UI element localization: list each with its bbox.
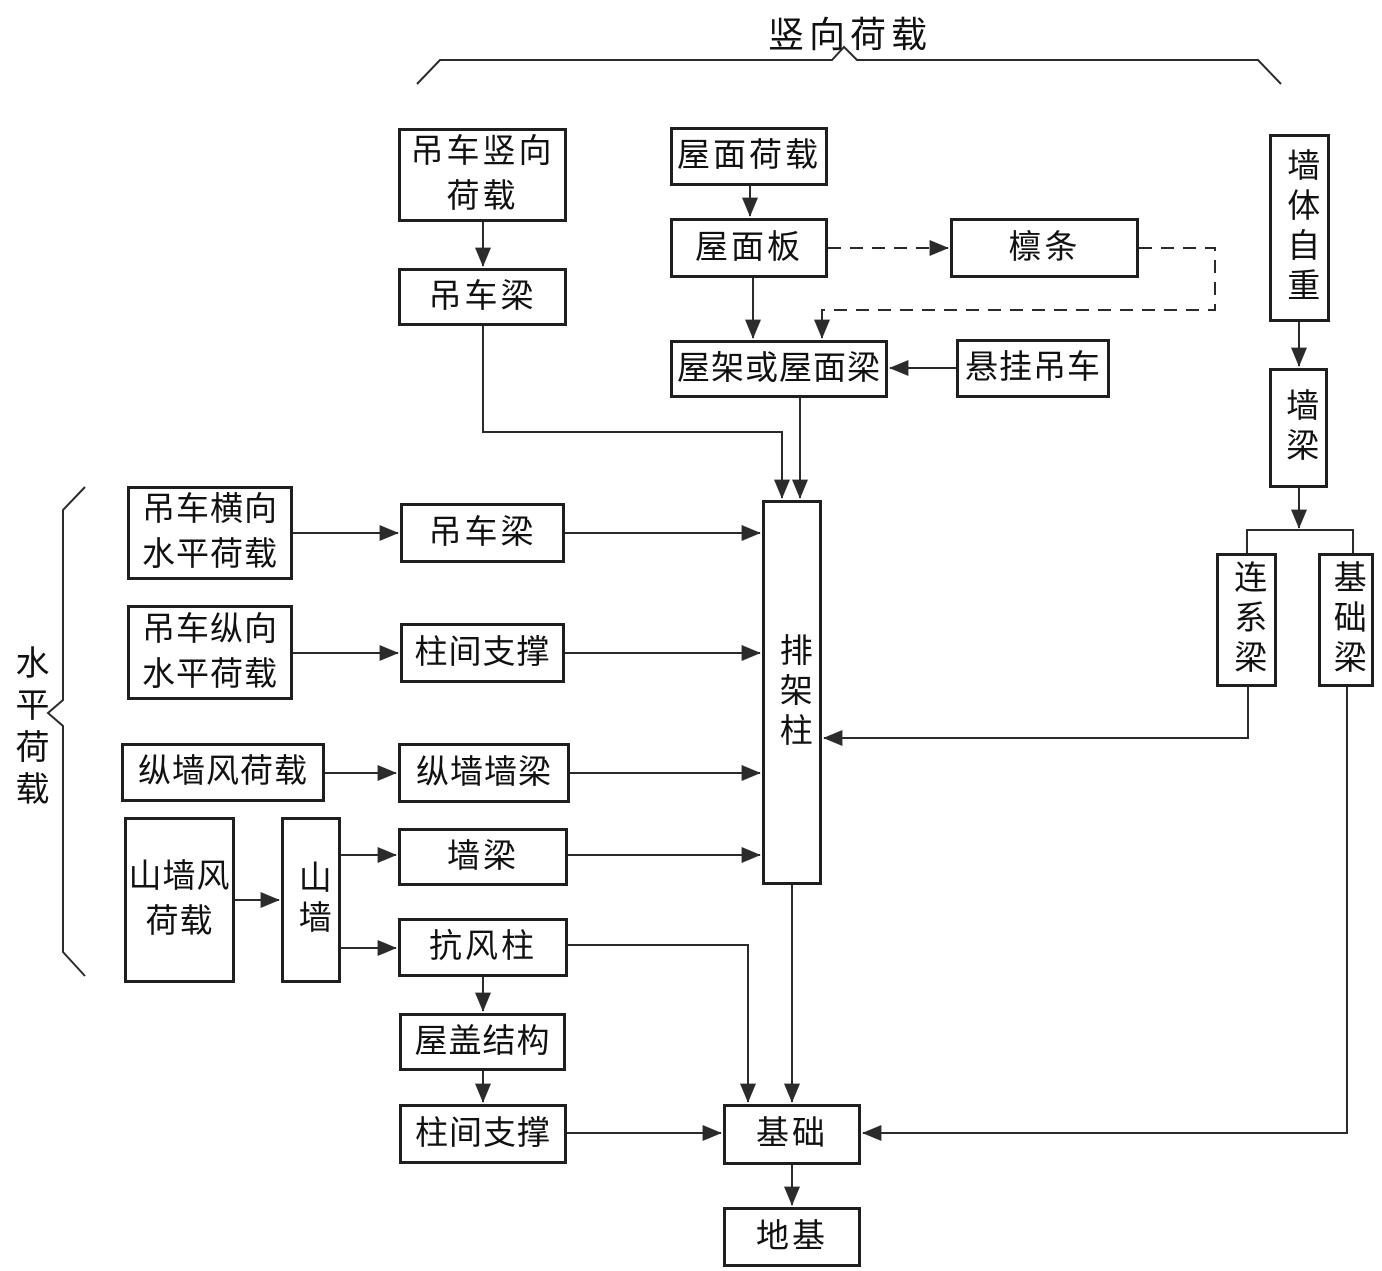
node-label: 抗风柱 — [429, 929, 537, 966]
edge-foundation-beam-to-foundation — [862, 687, 1348, 1141]
node-bent-frame-column: 排架柱 — [762, 500, 822, 885]
node-label: 山墙风 — [128, 859, 231, 896]
node-crane-vertical-load: 吊车竖向 荷载 — [398, 128, 567, 222]
node-label: 吊车梁 — [428, 514, 537, 551]
node-label: 排架柱 — [774, 632, 811, 753]
node-crane-beam-top: 吊车梁 — [398, 268, 567, 326]
top-brace — [416, 45, 1282, 85]
node-label: 屋面荷载 — [677, 138, 821, 175]
node-subgrade: 地基 — [723, 1207, 861, 1267]
node-longitudinal-wall-wind-load: 纵墙风荷载 — [121, 743, 325, 802]
node-label: 基础梁 — [1328, 560, 1365, 680]
edge-wall-beam-split-branches — [1246, 529, 1354, 553]
node-roof-panel: 屋面板 — [670, 218, 828, 278]
horizontal-load-title: 水平荷载 — [10, 645, 47, 813]
node-gable-wall: 山墙 — [281, 817, 341, 983]
node-label: 地基 — [756, 1218, 828, 1255]
edge-connecting-beam-to-bent-column — [823, 687, 1249, 746]
node-label: 屋盖结构 — [414, 1023, 551, 1060]
node-label: 吊车纵向 — [142, 611, 278, 648]
node-crane-longitudinal-load: 吊车纵向 水平荷载 — [127, 605, 293, 700]
edge-purlin-to-roof-truss-dashed — [814, 247, 1216, 339]
node-label: 屋架或屋面梁 — [677, 350, 881, 387]
node-label: 屋面板 — [695, 229, 803, 266]
node-label: 吊车竖向 — [410, 134, 555, 171]
node-wall-beam-mid: 墙梁 — [398, 828, 568, 886]
node-label: 水平荷载 — [142, 656, 278, 693]
node-label: 山墙 — [293, 860, 330, 940]
node-label: 墙梁 — [447, 838, 519, 875]
node-label: 吊车梁 — [428, 278, 537, 315]
node-label: 荷载 — [145, 904, 214, 940]
node-label: 悬挂吊车 — [965, 350, 1101, 387]
node-column-bracing-upper: 柱间支撑 — [400, 623, 565, 683]
node-gable-wind-load: 山墙风 荷载 — [124, 817, 235, 983]
edge-crane-beam-to-bent-column — [482, 326, 790, 499]
node-label: 吊车横向 — [142, 492, 278, 529]
node-column-bracing-lower: 柱间支撑 — [399, 1104, 567, 1164]
node-purlin: 檩条 — [950, 218, 1139, 278]
node-label: 荷载 — [446, 179, 519, 215]
node-label: 墙体自重 — [1281, 148, 1318, 308]
node-label: 纵墙风荷载 — [138, 754, 308, 791]
node-label: 连系梁 — [1228, 560, 1265, 680]
node-label: 纵墙墙梁 — [416, 754, 552, 791]
node-crane-beam-mid: 吊车梁 — [400, 503, 565, 563]
edge-wind-column-to-foundation — [568, 944, 756, 1103]
node-foundation: 基础 — [723, 1104, 861, 1165]
node-wall-beam-right: 墙梁 — [1269, 368, 1328, 488]
node-crane-transverse-load: 吊车横向 水平荷载 — [127, 486, 293, 580]
node-longitudinal-wall-beam: 纵墙墙梁 — [398, 743, 570, 803]
node-label: 墙梁 — [1280, 388, 1317, 468]
node-suspended-crane: 悬挂吊车 — [956, 339, 1110, 398]
node-label: 水平荷载 — [142, 537, 278, 573]
node-label: 檩条 — [1008, 229, 1081, 266]
vertical-load-title: 竖向荷载 — [767, 15, 932, 55]
node-label: 柱间支撑 — [414, 634, 551, 671]
node-connecting-beam: 连系梁 — [1216, 553, 1277, 687]
node-roof-truss-or-beam: 屋架或屋面梁 — [670, 340, 888, 398]
node-wind-resistant-column: 抗风柱 — [398, 918, 568, 977]
node-label: 柱间支撑 — [415, 1115, 551, 1152]
left-brace — [46, 486, 86, 977]
node-foundation-beam: 基础梁 — [1318, 553, 1374, 687]
node-wall-self-weight: 墙体自重 — [1269, 134, 1330, 322]
node-roof-load: 屋面荷载 — [670, 127, 828, 186]
node-label: 基础 — [756, 1116, 828, 1153]
node-roof-structure: 屋盖结构 — [399, 1013, 566, 1071]
